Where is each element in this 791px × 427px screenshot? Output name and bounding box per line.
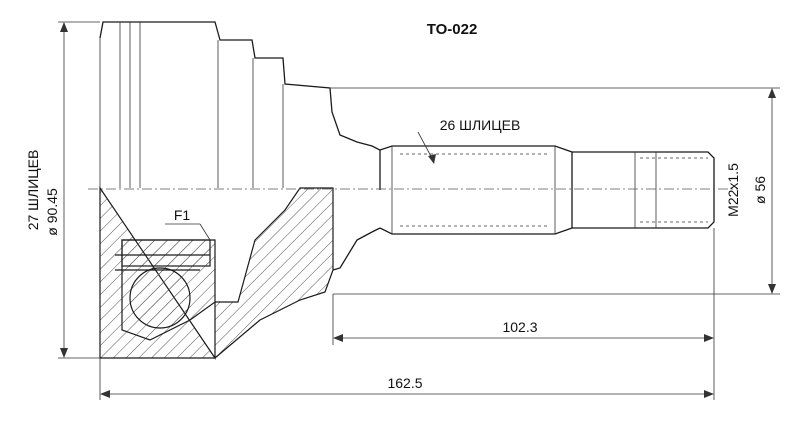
ball xyxy=(129,267,191,329)
total-length-dimension xyxy=(99,345,715,400)
cage-lines xyxy=(115,254,210,271)
shaft-length-dimension xyxy=(332,228,715,345)
outer-diameter-dimension xyxy=(58,21,100,359)
shaft xyxy=(332,145,715,271)
leader-arrow xyxy=(428,154,436,164)
outer-splines-label: 27 ШЛИЦЕВ xyxy=(25,150,41,231)
shaft-length-label: 102.3 xyxy=(502,319,537,335)
seal-diameter-label: ø 56 xyxy=(752,176,768,204)
housing-outline xyxy=(99,21,381,190)
outer-diameter-label: ø 90.45 xyxy=(44,188,60,236)
detail-leader xyxy=(199,223,211,241)
detail-label: F1 xyxy=(174,207,191,223)
seal-diameter-dimension xyxy=(330,87,780,295)
total-length-label: 162.5 xyxy=(387,375,422,391)
inner-splines-label: 26 ШЛИЦЕВ xyxy=(440,117,521,133)
drawing-title: TO-022 xyxy=(427,21,478,38)
housing-section xyxy=(99,186,334,360)
thread-label: M22x1.5 xyxy=(725,163,741,217)
